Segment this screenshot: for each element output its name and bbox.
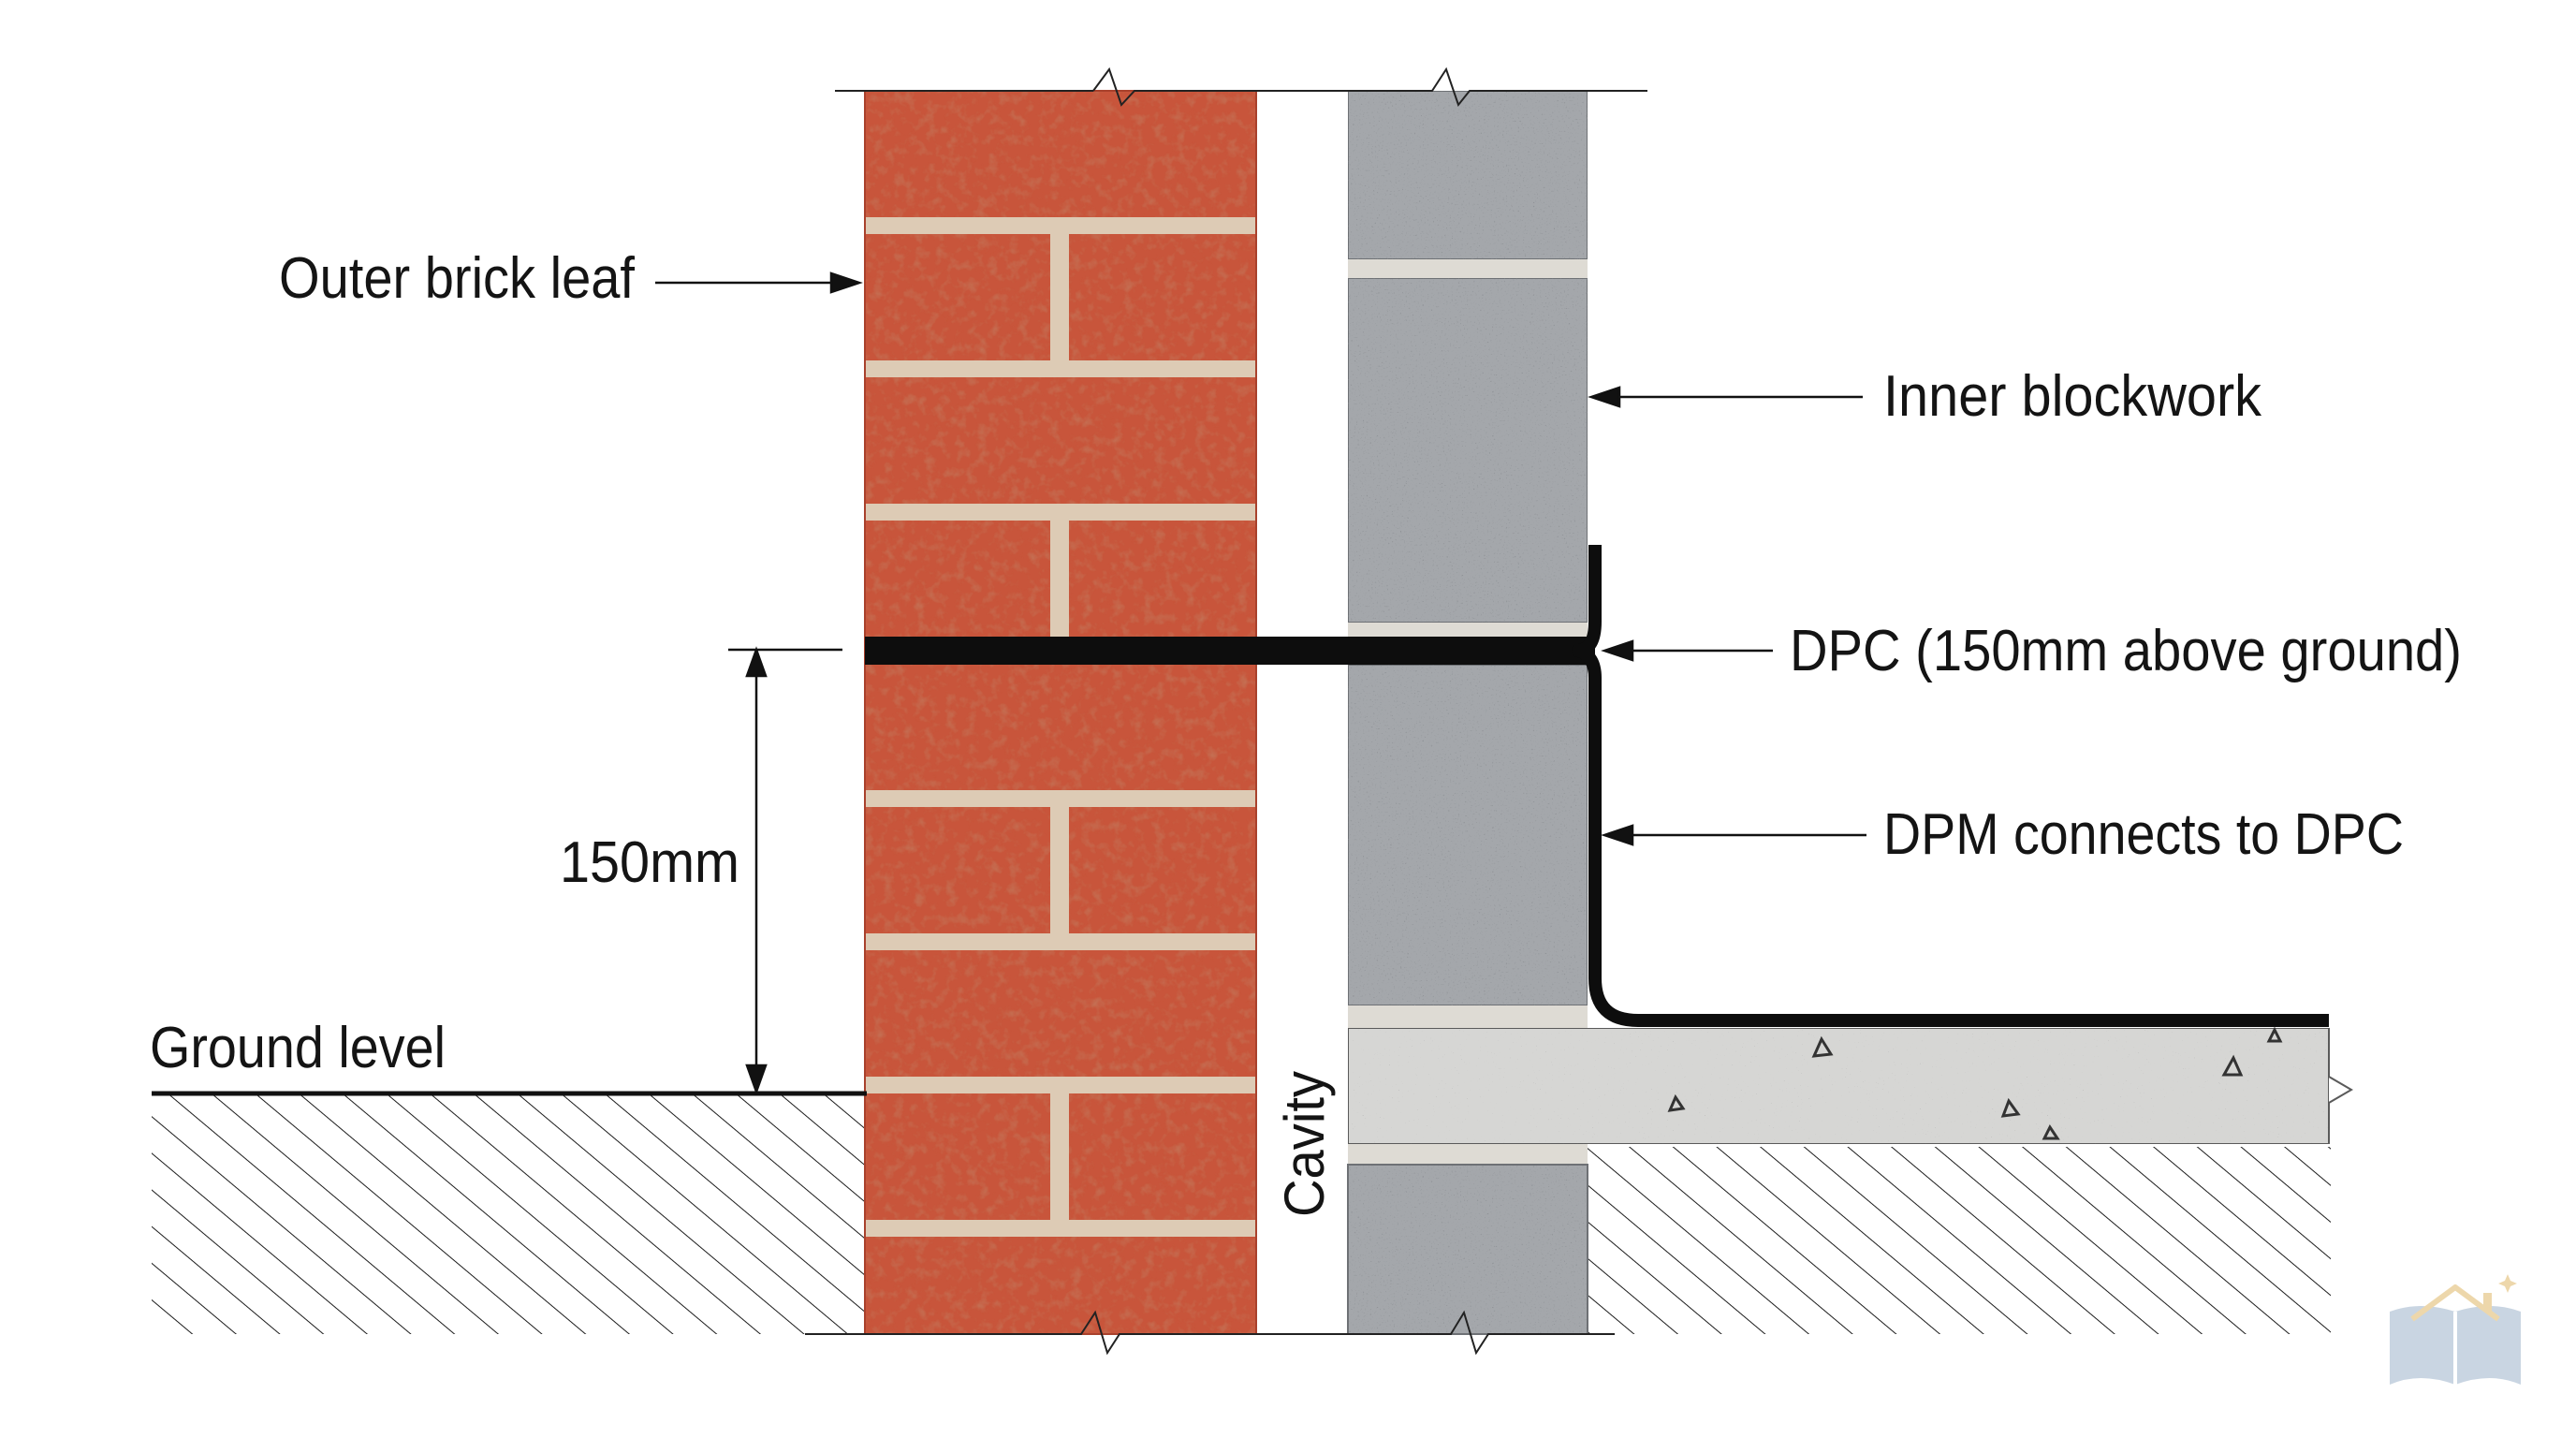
dpm-membrane	[1572, 545, 2329, 1027]
block-outline	[1347, 1164, 1588, 1335]
brick	[865, 377, 1256, 504]
brick	[865, 91, 1256, 217]
label-ground-level: Ground level	[150, 1016, 446, 1080]
brick	[1069, 807, 1256, 933]
dpm-arrow	[1601, 824, 1866, 846]
label-inner-blockwork: Inner blockwork	[1883, 364, 2262, 429]
brick	[865, 950, 1256, 1077]
brick	[1069, 521, 1256, 647]
label-dimension: 150mm	[560, 830, 739, 895]
brick	[865, 1237, 1256, 1334]
label-outer-brick-leaf: Outer brick leaf	[279, 246, 636, 311]
wall-break-lines	[805, 66, 1647, 1356]
brick	[865, 521, 1050, 647]
ground-soil	[152, 1095, 2331, 1334]
label-cavity: Cavity	[1273, 1071, 1336, 1217]
house-book-icon	[2390, 1274, 2521, 1385]
concrete-block	[1347, 664, 1588, 1006]
concrete-block	[1347, 90, 1588, 260]
outer-brick-leaf	[864, 90, 1257, 1335]
brick	[1069, 234, 1256, 360]
brick	[865, 807, 1050, 933]
leader-arrows	[655, 271, 1866, 846]
dimension-150mm	[728, 646, 842, 1095]
dpc-arrow	[1601, 639, 1773, 662]
concrete-floor-slab	[1347, 1026, 2353, 1145]
brick	[865, 664, 1256, 790]
concrete-block	[1347, 1164, 1588, 1335]
label-dpm: DPM connects to DPC	[1883, 802, 2404, 867]
outer-brick-leaf-arrow	[655, 271, 863, 294]
concrete-block	[1347, 277, 1588, 624]
dpc-membrane	[865, 637, 1595, 665]
brick	[865, 234, 1050, 360]
inner-blockwork	[1347, 90, 1588, 1335]
label-dpc: DPC (150mm above ground)	[1790, 619, 2462, 683]
inner-blockwork-arrow	[1588, 386, 1863, 408]
brick	[1069, 1093, 1256, 1220]
brick	[865, 1093, 1050, 1220]
